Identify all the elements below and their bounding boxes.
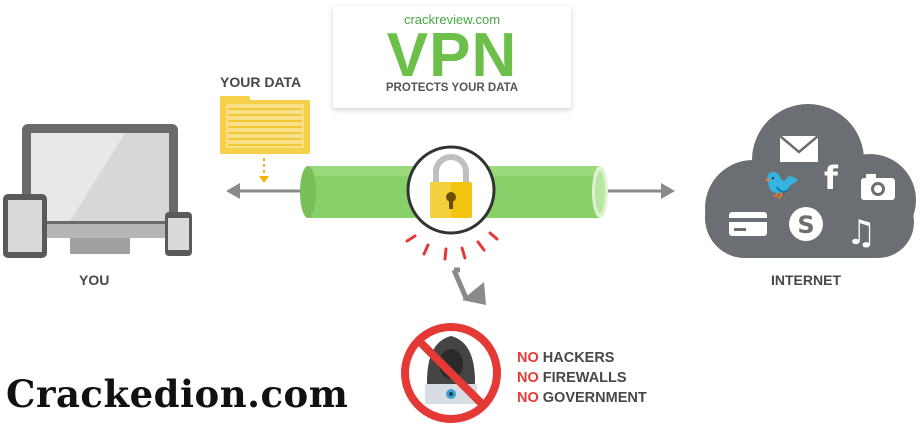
- music-icon: ♫: [846, 213, 876, 253]
- callout-watermark: crackreview.com: [403, 12, 501, 27]
- vpn-title: VPN: [386, 21, 518, 90]
- vpn-subtitle: PROTECTS YOUR DATA: [385, 82, 519, 94]
- padlock-icon: [406, 145, 496, 235]
- laptop-icon: [22, 124, 178, 254]
- you-label: YOU: [79, 272, 110, 288]
- facebook-icon: f: [824, 159, 839, 197]
- diversion-arrow: [451, 267, 486, 305]
- left-arrow: [226, 183, 305, 199]
- phone-icon: [165, 212, 192, 256]
- vpn-callout: crackreview.com VPN PROTECTS YOUR DATA: [333, 6, 571, 108]
- callout-pointer: [438, 106, 466, 122]
- no-entry-icon: [401, 323, 501, 423]
- threat-list: NO HACKERS NO FIREWALLS NO GOVERNMENT: [517, 348, 647, 408]
- data-folder-icon: [220, 96, 310, 183]
- twitter-icon: 🐦: [763, 167, 800, 202]
- your-data-label: YOUR DATA: [220, 74, 302, 90]
- camera-icon: [861, 174, 895, 200]
- right-arrow: [605, 183, 675, 199]
- internet-label: INTERNET: [771, 272, 841, 288]
- alert-rays: [405, 231, 499, 261]
- mail-icon: [779, 135, 819, 162]
- threat-item: NO FIREWALLS: [517, 370, 627, 386]
- brand-watermark: Crackedion.com: [6, 372, 349, 416]
- tablet-icon: [3, 194, 47, 258]
- svg-text:S: S: [797, 211, 814, 239]
- threat-item: NO HACKERS: [517, 350, 615, 366]
- credit-card-icon: [729, 212, 767, 236]
- threat-item: NO GOVERNMENT: [517, 390, 647, 406]
- skype-icon: S: [789, 207, 823, 241]
